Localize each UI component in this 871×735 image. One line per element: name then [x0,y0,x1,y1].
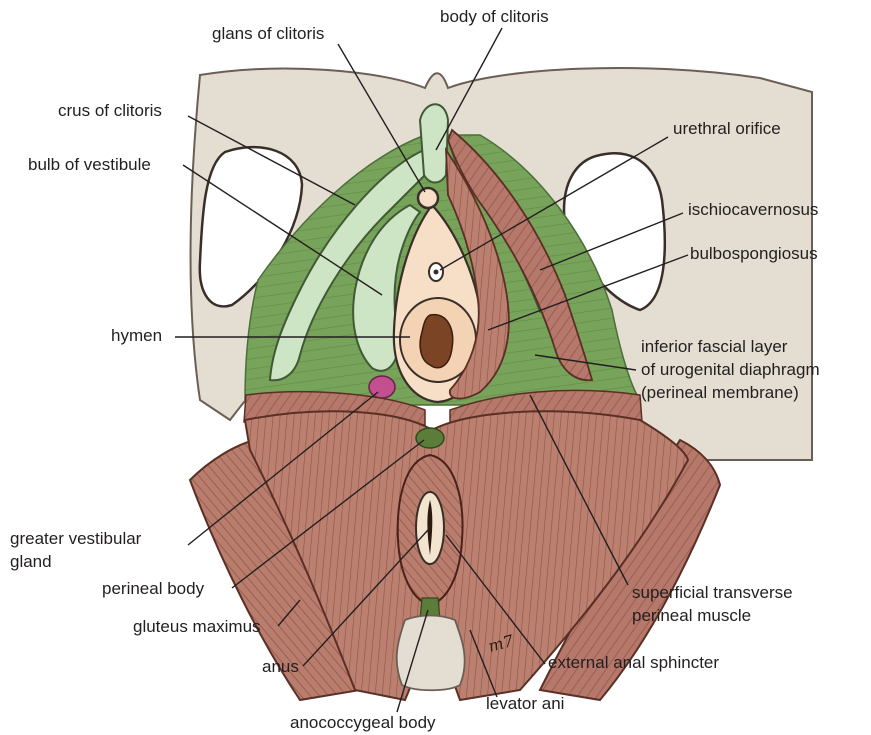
body-of-clitoris [420,104,448,182]
label-superficial-transverse-line2: perineal muscle [632,605,751,626]
label-urethral-orifice: urethral orifice [673,118,781,139]
label-anus: anus [262,656,299,677]
label-crus-of-clitoris: crus of clitoris [58,100,162,121]
label-inferior-fascial-line2: of urogenital diaphragm [641,359,820,380]
label-external-anal-sphincter: external anal sphincter [548,652,719,673]
label-inferior-fascial-line1: inferior fascial layer [641,336,787,357]
glans-of-clitoris [418,188,438,208]
label-levator-ani: levator ani [486,693,564,714]
perineal-body [416,428,444,448]
label-glans-of-clitoris: glans of clitoris [212,23,324,44]
label-inferior-fascial-line3: (perineal membrane) [641,382,799,403]
label-hymen: hymen [111,325,162,346]
label-bulb-of-vestibule: bulb of vestibule [28,154,151,175]
greater-vestibular-gland [369,376,395,398]
label-gluteus-maximus: gluteus maximus [133,616,261,637]
label-body-of-clitoris: body of clitoris [440,6,549,27]
label-bulbospongiosus: bulbospongiosus [690,243,818,264]
label-greater-vestibular-line2: gland [10,551,52,572]
label-perineal-body: perineal body [102,578,204,599]
vaginal-orifice [420,315,453,368]
label-superficial-transverse-line1: superficial transverse [632,582,793,603]
label-ischiocavernosus: ischiocavernosus [688,199,818,220]
urethral-orifice-center [434,270,439,275]
label-anococcygeal-body: anococcygeal body [290,712,436,733]
label-greater-vestibular-line1: greater vestibular [10,528,141,549]
